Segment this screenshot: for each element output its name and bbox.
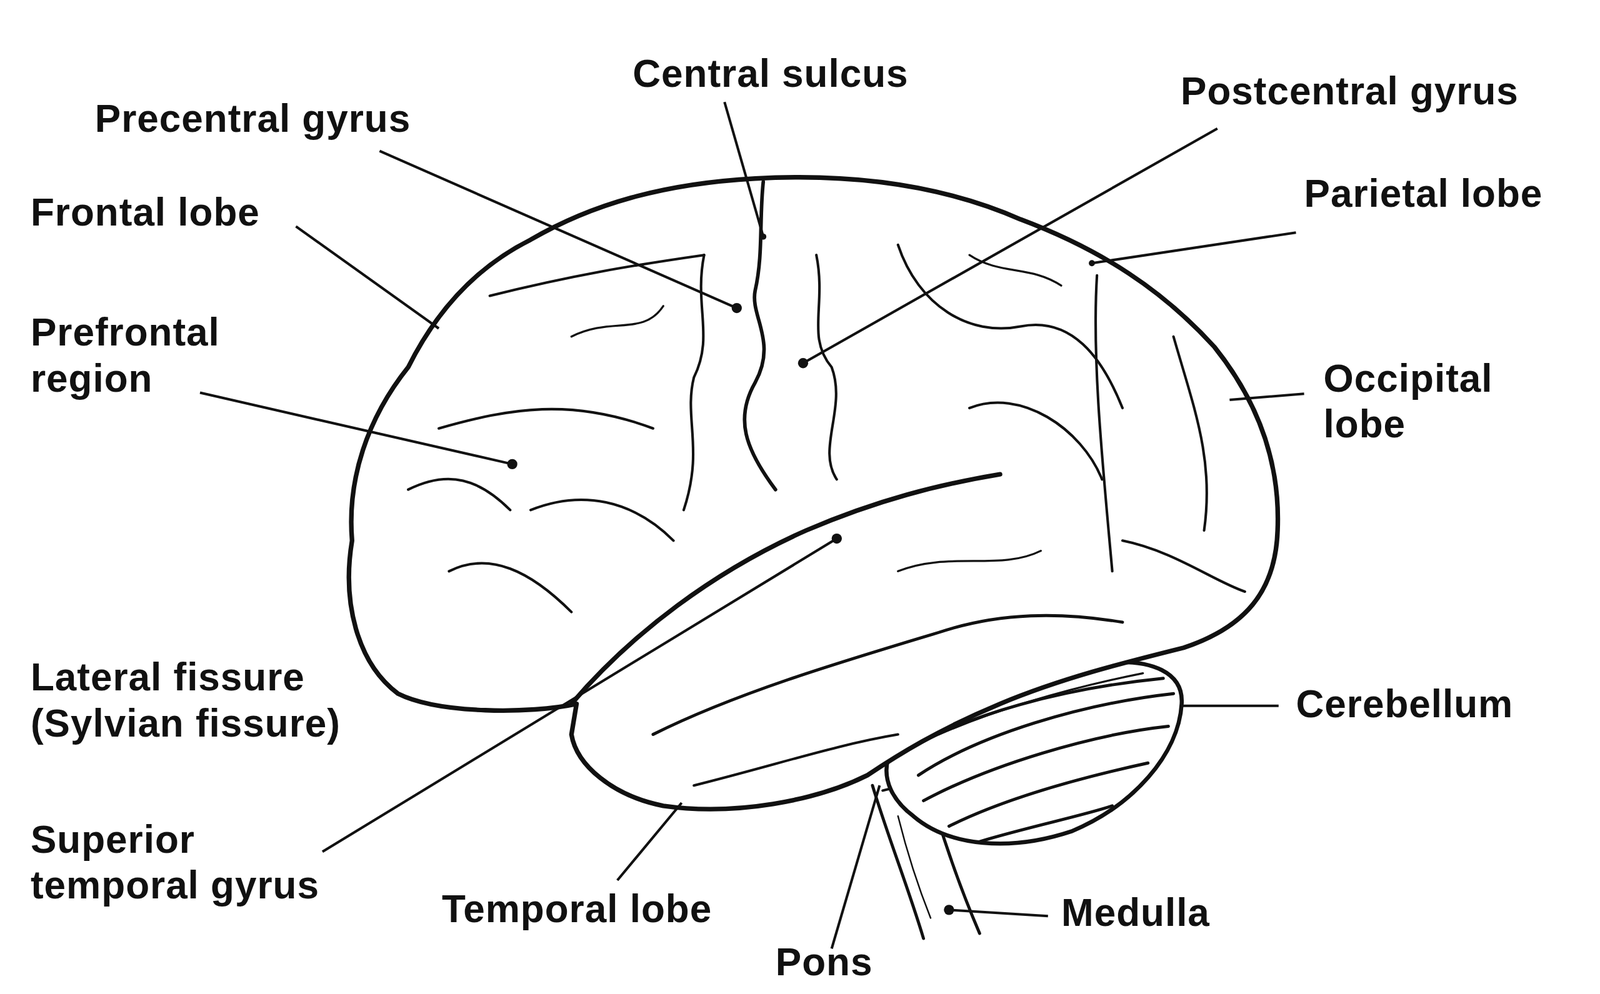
sulcus: [1122, 540, 1245, 592]
leader-line: [831, 785, 880, 949]
leader-line: [295, 226, 439, 329]
cerebellum-folia: [979, 806, 1112, 842]
leader-dot: [731, 303, 742, 314]
leader-line: [617, 803, 682, 881]
sulcus: [898, 551, 1042, 572]
leader-line: [1181, 705, 1279, 708]
leader-dot: [831, 533, 842, 544]
sulcus: [448, 563, 572, 613]
leader-line: [1091, 232, 1297, 264]
part-label: Medulla: [1061, 890, 1210, 937]
sulcus: [969, 255, 1062, 286]
part-label: Temporal lobe: [441, 886, 712, 933]
sulcus: [969, 402, 1102, 480]
brainstem-texture: [898, 816, 931, 919]
leader-dot: [798, 358, 809, 369]
part-label: Precentral gyrus: [95, 95, 411, 142]
sulcus: [571, 306, 664, 337]
sulcus: [490, 255, 705, 296]
part-label: Pons: [775, 940, 874, 986]
part-label: Lateral fissure (Sylvian fissure): [30, 655, 368, 747]
part-label: Central sulcus: [632, 51, 909, 97]
leader-dot: [1088, 260, 1095, 267]
part-label: Prefrontal region: [30, 310, 266, 402]
cerebellum-folia: [948, 763, 1148, 827]
leader-line: [803, 128, 1218, 364]
leader-line: [379, 151, 737, 309]
sulcus: [693, 735, 899, 787]
sulcus: [653, 615, 1123, 735]
sulcus: [1095, 275, 1113, 572]
leader-line: [200, 393, 513, 465]
part-label: Occipital lobe: [1323, 356, 1529, 449]
sulcus: [898, 245, 1123, 409]
cerebrum-outline: [348, 177, 1278, 810]
leader-line: [724, 101, 764, 237]
part-label: Parietal lobe: [1304, 171, 1544, 217]
leader-line: [1229, 393, 1304, 400]
leader-dot: [760, 233, 767, 240]
part-label: Frontal lobe: [30, 190, 260, 236]
leader-dot: [506, 459, 517, 470]
sulcus: [816, 255, 837, 480]
part-label: Cerebellum: [1296, 681, 1514, 728]
lateral-fissure: [571, 474, 1000, 704]
sulcus: [1173, 336, 1207, 531]
sulcus: [408, 479, 510, 511]
leader-line: [948, 910, 1048, 917]
part-label: Superior temporal gyrus: [30, 817, 342, 910]
leader-dot: [943, 905, 954, 915]
part-label: Postcentral gyrus: [1180, 68, 1519, 114]
leader-line: [322, 538, 837, 852]
sulcus: [530, 500, 674, 541]
sulcus: [438, 409, 654, 429]
